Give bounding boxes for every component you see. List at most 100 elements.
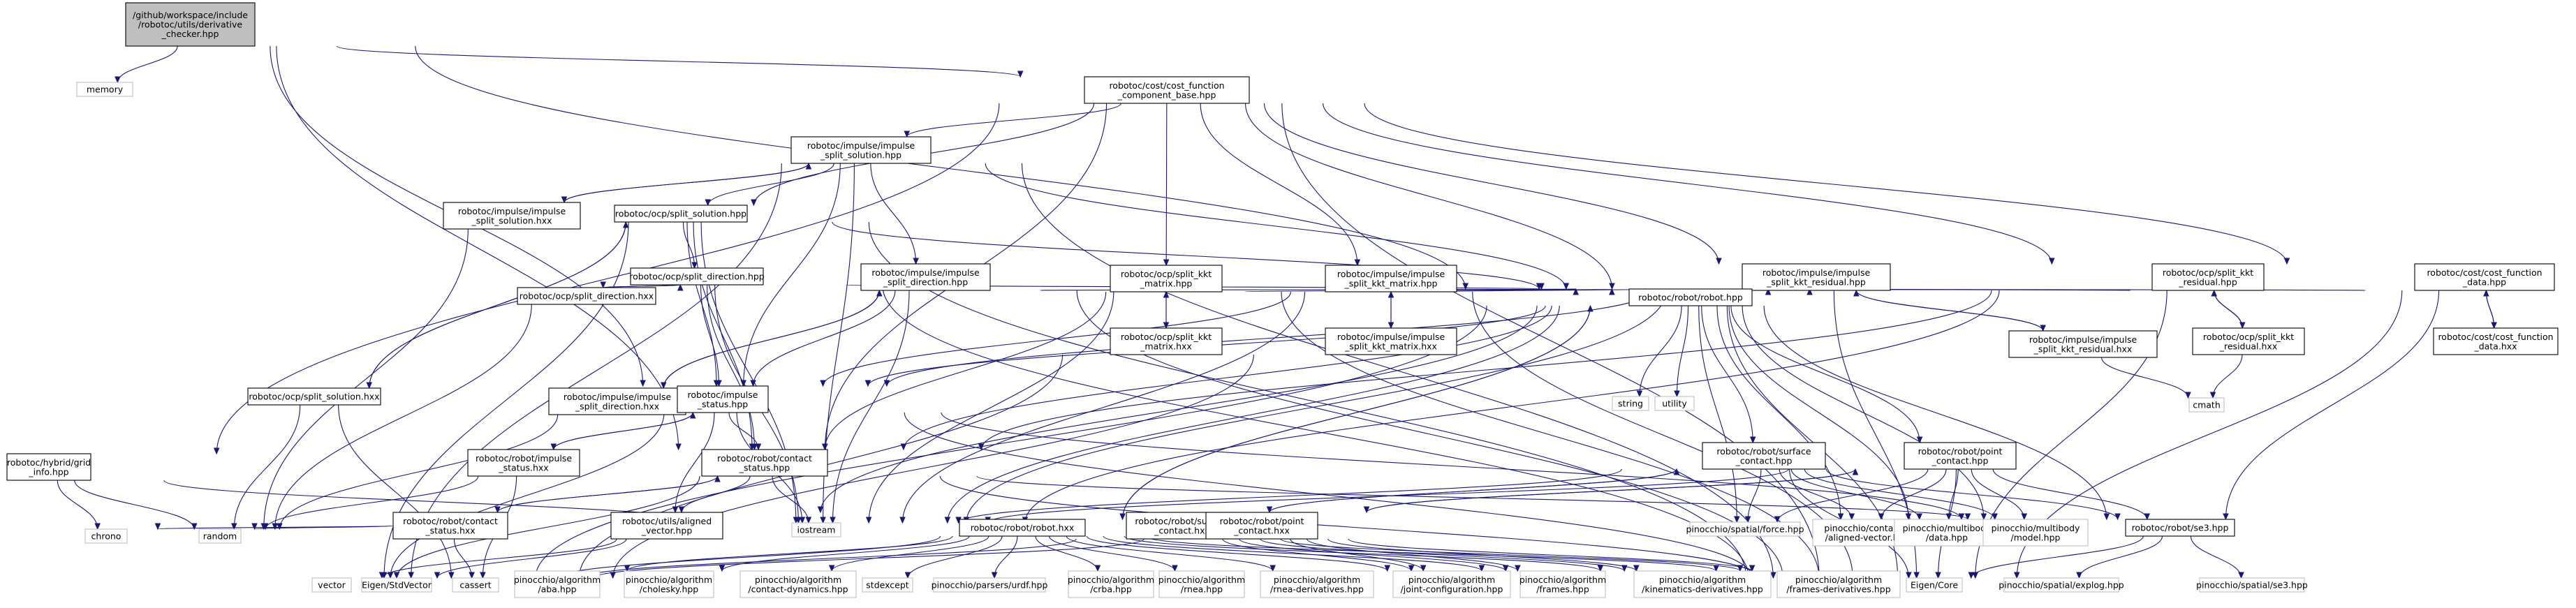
node-pin-contact-dyn[interactable]: pinocchio/algorithm/contact-dynamics.hpp [739, 570, 857, 598]
arrowhead [1609, 283, 1615, 290]
node-pin-force[interactable]: pinocchio/spatial/force.hpp [1686, 521, 1804, 537]
arrowhead [820, 517, 826, 524]
node-pin-data[interactable]: pinocchio/multibody/data.hpp [1894, 519, 2000, 547]
arrowhead [1853, 289, 1860, 297]
edge-robot-to-se3 [1763, 305, 2107, 520]
node-pin-explog[interactable]: pinocchio/spatial/explog.hpp [1999, 577, 2124, 593]
node-cost-data-hxx[interactable]: robotoc/cost/cost_function_data.hxx [2433, 327, 2559, 355]
node-pin-rnea[interactable]: pinocchio/algorithm/rnea.hpp [1158, 570, 1245, 598]
node-imp-dir[interactable]: robotoc/impulse/impulse_split_direction.… [860, 263, 991, 291]
arrowhead [1420, 565, 1427, 572]
node-label: robotoc/impulse [688, 390, 758, 400]
node-pin-cholesky[interactable]: pinocchio/algorithm/cholesky.hpp [624, 570, 714, 598]
node-string[interactable]: string [1612, 396, 1649, 411]
node-eigen-core[interactable]: Eigen/Core [1906, 577, 1963, 593]
arrowhead [991, 572, 998, 579]
arrowhead [751, 443, 758, 451]
edge-surface-hxx-to-surface [1269, 468, 1677, 513]
node-imp-sol[interactable]: robotoc/impulse/impulse_split_solution.h… [790, 136, 932, 164]
node-pin-rnea-der[interactable]: pinocchio/algorithm/rnea-derivatives.hpp [1260, 570, 1374, 598]
node-imp-sol-hxx[interactable]: robotoc/impulse/impulse_split_solution.h… [443, 202, 581, 230]
node-label: robotoc/impulse/impulse [1337, 332, 1445, 342]
node-label: _residual.hxx [2219, 341, 2277, 351]
edge-layer [57, 45, 2497, 579]
node-box [2008, 330, 2158, 358]
edge-surface-to-se3 [1825, 468, 2119, 520]
node-stdexcept[interactable]: stdexcept [862, 577, 913, 593]
arrowhead [115, 76, 121, 84]
node-ocp-kkt-res[interactable]: robotoc/ocp/split_kkt_residual.hpp [2151, 263, 2265, 291]
node-box [1260, 570, 1374, 598]
node-label: robotoc/ocp/split_solution.hpp [615, 209, 746, 219]
node-random[interactable]: random [198, 528, 242, 544]
node-imp-kkt-mat[interactable]: robotoc/impulse/impulse_split_kkt_matrix… [1325, 265, 1457, 292]
node-ocp-sol[interactable]: robotoc/ocp/split_solution.hpp [614, 205, 748, 223]
node-pin-urdf[interactable]: pinocchio/parsers/urdf.hpp [932, 577, 1048, 593]
edge-imp-status-to-eigen-core [904, 412, 1753, 579]
node-pin-kin-der[interactable]: pinocchio/algorithm/kinematics-derivativ… [1633, 570, 1772, 598]
node-label: robotoc/cost/cost_function [1109, 80, 1224, 91]
node-imp-kkt-res[interactable]: robotoc/impulse/impulse_split_kkt_residu… [1742, 263, 1891, 291]
arrowhead [251, 523, 258, 531]
node-imp-status-hxx[interactable]: robotoc/robot/impulse_status.hxx [467, 449, 580, 477]
node-label: _matrix.hpp [1140, 278, 1193, 288]
node-robot-hxx[interactable]: robotoc/robot/robot.hxx [959, 519, 1086, 537]
node-label: robotoc/robot/robot.hpp [1638, 292, 1743, 303]
node-grid[interactable]: robotoc/hybrid/grid_info.hpp [6, 453, 91, 481]
node-point[interactable]: robotoc/robot/point_contact.hpp [1904, 442, 2017, 470]
node-label: pinocchio/algorithm [514, 574, 601, 585]
node-surface[interactable]: robotoc/robot/surface_contact.hpp [1702, 442, 1826, 470]
node-imp-kkt-mat-hxx[interactable]: robotoc/impulse/impulse_split_kkt_matrix… [1325, 327, 1457, 355]
node-chrono[interactable]: chrono [84, 528, 128, 544]
node-se3[interactable]: robotoc/robot/se3.hpp [2125, 519, 2235, 537]
edge-surface-hxx-to-pin-joint-cfg [1222, 538, 1412, 572]
node-box [610, 512, 723, 540]
node-cassert[interactable]: cassert [452, 577, 499, 593]
node-contact-status[interactable]: robotoc/robot/contact_status.hpp [701, 449, 828, 477]
node-label: _contact.hxx [1154, 525, 1210, 535]
node-pin-se3[interactable]: pinocchio/spatial/se3.hpp [2196, 577, 2308, 593]
node-pin-frames-der[interactable]: pinocchio/algorithm/frames-derivatives.h… [1776, 570, 1901, 598]
edge-root-to-contact-status [276, 45, 679, 450]
node-pin-model[interactable]: pinocchio/multibody/model.hpp [1982, 519, 2089, 547]
node-label: pinocchio/multibody [1992, 523, 2080, 533]
node-ocp-kkt-mat-hxx[interactable]: robotoc/ocp/split_kkt_matrix.hxx [1110, 327, 1223, 355]
node-utility[interactable]: utility [1654, 396, 1695, 411]
node-ocp-kkt-res-hxx[interactable]: robotoc/ocp/split_kkt_residual.hxx [2192, 327, 2305, 355]
node-imp-kkt-res-hxx[interactable]: robotoc/impulse/impulse_split_kkt_residu… [2008, 330, 2158, 358]
node-label: _component_base.hpp [1117, 89, 1216, 100]
edge-ocp-dir-hxx-to-ocp-dir [603, 284, 681, 288]
arrowhead [900, 443, 907, 451]
edge-surface-hxx-to-pin-frames [1239, 538, 1506, 572]
arrowhead [1266, 506, 1273, 514]
node-root[interactable]: /github/workspace/include/robotoc/utils/… [125, 2, 256, 47]
node-cmath[interactable]: cmath [2188, 397, 2225, 413]
node-label: robotoc/robot/contact [717, 453, 812, 464]
node-ocp-sol-hxx[interactable]: robotoc/ocp/split_solution.hxx [247, 387, 381, 406]
node-pin-crba[interactable]: pinocchio/algorithm/crba.hpp [1068, 570, 1154, 598]
node-contact-status-hxx[interactable]: robotoc/robot/contact_status.hxx [392, 512, 508, 540]
node-vector[interactable]: vector [311, 577, 352, 593]
arrowhead [213, 447, 220, 455]
node-pin-frames[interactable]: pinocchio/algorithm/frames.hpp [1519, 570, 1606, 598]
edge-imp-status-to-aligned-vector [675, 412, 715, 513]
node-cost-data[interactable]: robotoc/cost/cost_function_data.hpp [2414, 263, 2555, 291]
node-point-hxx[interactable]: robotoc/robot/point_contact.hxx [1205, 512, 1318, 540]
node-eigen-stdvec[interactable]: Eigen/StdVector [361, 577, 432, 593]
node-imp-status[interactable]: robotoc/impulse_status.hpp [677, 385, 769, 413]
node-ocp-dir-hxx[interactable]: robotoc/ocp/split_direction.hxx [517, 287, 656, 305]
node-iostream[interactable]: iostream [791, 522, 841, 537]
node-pin-aba[interactable]: pinocchio/algorithm/aba.hpp [514, 570, 601, 598]
node-label: /joint-configuration.hpp [1401, 584, 1503, 594]
edge-contact-status-to-vector [396, 475, 700, 579]
node-aligned-vector[interactable]: robotoc/utils/aligned_vector.hpp [610, 512, 723, 540]
node-imp-dir-hxx[interactable]: robotoc/impulse/impulse_split_direction.… [548, 387, 686, 415]
node-ocp-kkt-mat[interactable]: robotoc/ocp/split_kkt_matrix.hpp [1110, 265, 1223, 292]
node-ocp-dir[interactable]: robotoc/ocp/split_direction.hpp [629, 267, 765, 286]
node-costbase[interactable]: robotoc/cost/cost_function_component_bas… [1084, 76, 1250, 104]
node-pin-joint-cfg[interactable]: pinocchio/algorithm/joint-configuration.… [1392, 570, 1511, 598]
node-memory[interactable]: memory [76, 82, 133, 97]
node-label: _status.hxx [425, 525, 475, 535]
node-robot[interactable]: robotoc/robot/robot.hpp [1628, 288, 1753, 306]
